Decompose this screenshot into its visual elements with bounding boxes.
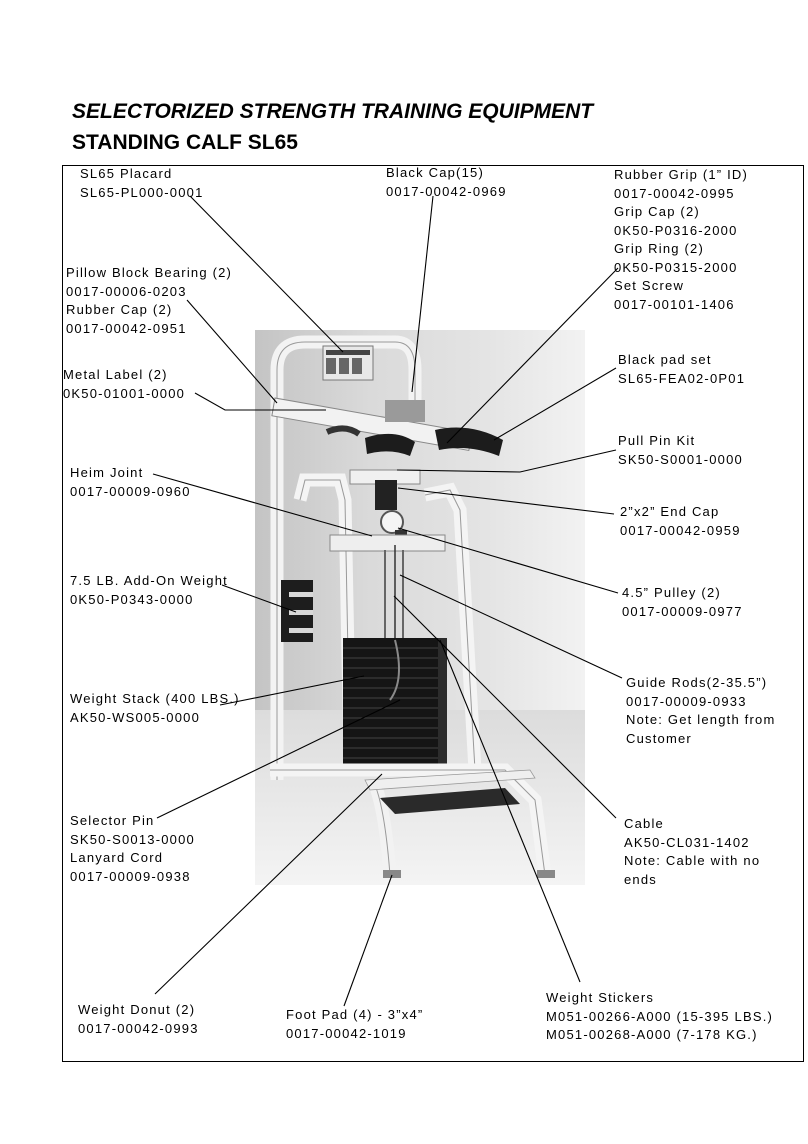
label-line: SL65-PL000-0001 (80, 184, 204, 200)
label-metal-label: Metal Label (2) 0K50-01001-0000 (63, 366, 185, 403)
equipment-photo (255, 330, 585, 885)
label-line: Note: Cable with no (624, 853, 761, 868)
label-line: Cable (624, 816, 664, 831)
label-foot-pad: Foot Pad (4) - 3”x4” 0017-00042-1019 (286, 1006, 423, 1043)
label-line: AK50-CL031-1402 (624, 834, 750, 850)
label-heim-joint: Heim Joint 0017-00009-0960 (70, 464, 191, 501)
label-line: Pillow Block Bearing (2) (66, 265, 233, 280)
label-line: Heim Joint (70, 465, 144, 480)
label-line: 0017-00009-0933 (626, 693, 747, 709)
label-line: 0017-00009-0960 (70, 483, 191, 499)
label-cable: Cable AK50-CL031-1402 Note: Cable with n… (624, 815, 760, 889)
label-add-on-weight: 7.5 LB. Add-On Weight 0K50-P0343-0000 (70, 572, 228, 609)
label-line: Weight Donut (2) (78, 1002, 196, 1017)
label-rubber-grip: Rubber Grip (1” ID) 0017-00042-0995 Grip… (614, 166, 748, 314)
label-line: Rubber Cap (2) (66, 302, 173, 317)
label-line: M051-00266-A000 (15-395 LBS.) (546, 1008, 774, 1024)
label-line: 7.5 LB. Add-On Weight (70, 573, 228, 588)
label-line: Black Cap(15) (386, 165, 484, 180)
label-line: Black pad set (618, 352, 712, 367)
label-line: Lanyard Cord (70, 850, 164, 865)
label-line: Metal Label (2) (63, 367, 168, 382)
label-line: 0K50-P0343-0000 (70, 591, 194, 607)
label-end-cap: 2”x2” End Cap 0017-00042-0959 (620, 503, 741, 540)
label-line: 0K50-01001-0000 (63, 385, 186, 401)
label-line: 0017-00009-0977 (622, 603, 743, 619)
label-line: SL65-FEA02-0P01 (618, 370, 746, 386)
label-line: Customer (626, 730, 692, 746)
label-line: 0017-00009-0938 (70, 868, 191, 884)
label-line: 0017-00042-0959 (620, 522, 741, 538)
label-line: 0K50-P0316-2000 (614, 222, 738, 238)
label-line: Note: Get length from (626, 712, 776, 727)
label-line: Weight Stickers (546, 990, 655, 1005)
label-line: 0017-00042-1019 (286, 1025, 407, 1041)
label-line: Grip Ring (2) (614, 241, 705, 256)
label-line: 0017-00042-0995 (614, 185, 735, 201)
label-pillow-block: Pillow Block Bearing (2) 0017-00006-0203… (66, 264, 232, 338)
label-selector-pin: Selector Pin SK50-S0013-0000 Lanyard Cor… (70, 812, 195, 886)
label-line: Set Screw (614, 278, 685, 293)
label-line: 0017-00101-1406 (614, 296, 735, 312)
label-line: Guide Rods(2-35.5”) (626, 675, 768, 690)
label-placard: SL65 Placard SL65-PL000-0001 (80, 165, 204, 202)
label-line: Pull Pin Kit (618, 433, 696, 448)
label-line: 0K50-P0315-2000 (614, 259, 738, 275)
label-line: Weight Stack (400 LBS.) (70, 691, 240, 706)
label-line: Grip Cap (2) (614, 204, 700, 219)
label-guide-rods: Guide Rods(2-35.5”) 0017-00009-0933 Note… (626, 674, 775, 748)
page-title: SELECTORIZED STRENGTH TRAINING EQUIPMENT (72, 100, 594, 123)
label-black-cap: Black Cap(15) 0017-00042-0969 (386, 164, 507, 201)
diagram-frame (62, 165, 804, 1062)
label-line: Foot Pad (4) - 3”x4” (286, 1007, 424, 1022)
label-line: 2”x2” End Cap (620, 504, 720, 519)
label-line: 0017-00006-0203 (66, 283, 187, 299)
label-weight-stack: Weight Stack (400 LBS.) AK50-WS005-0000 (70, 690, 240, 727)
label-weight-stickers: Weight Stickers M051-00266-A000 (15-395 … (546, 989, 773, 1045)
label-line: SL65 Placard (80, 166, 173, 181)
label-line: SK50-S0001-0000 (618, 451, 743, 467)
label-weight-donut: Weight Donut (2) 0017-00042-0993 (78, 1001, 199, 1038)
label-line: 4.5” Pulley (2) (622, 585, 721, 600)
label-black-pad: Black pad set SL65-FEA02-0P01 (618, 351, 745, 388)
label-line: AK50-WS005-0000 (70, 709, 201, 725)
label-line: 0017-00042-0993 (78, 1020, 199, 1036)
page-subtitle: STANDING CALF SL65 (72, 131, 298, 154)
label-line: Rubber Grip (1” ID) (614, 167, 749, 182)
label-line: 0017-00042-0969 (386, 183, 507, 199)
label-pulley: 4.5” Pulley (2) 0017-00009-0977 (622, 584, 743, 621)
label-line: Selector Pin (70, 813, 155, 828)
label-line: SK50-S0013-0000 (70, 831, 195, 847)
label-line: M051-00268-A000 (7-178 KG.) (546, 1027, 758, 1042)
label-pull-pin: Pull Pin Kit SK50-S0001-0000 (618, 432, 743, 469)
label-line: 0017-00042-0951 (66, 320, 187, 336)
label-line: ends (624, 871, 657, 887)
